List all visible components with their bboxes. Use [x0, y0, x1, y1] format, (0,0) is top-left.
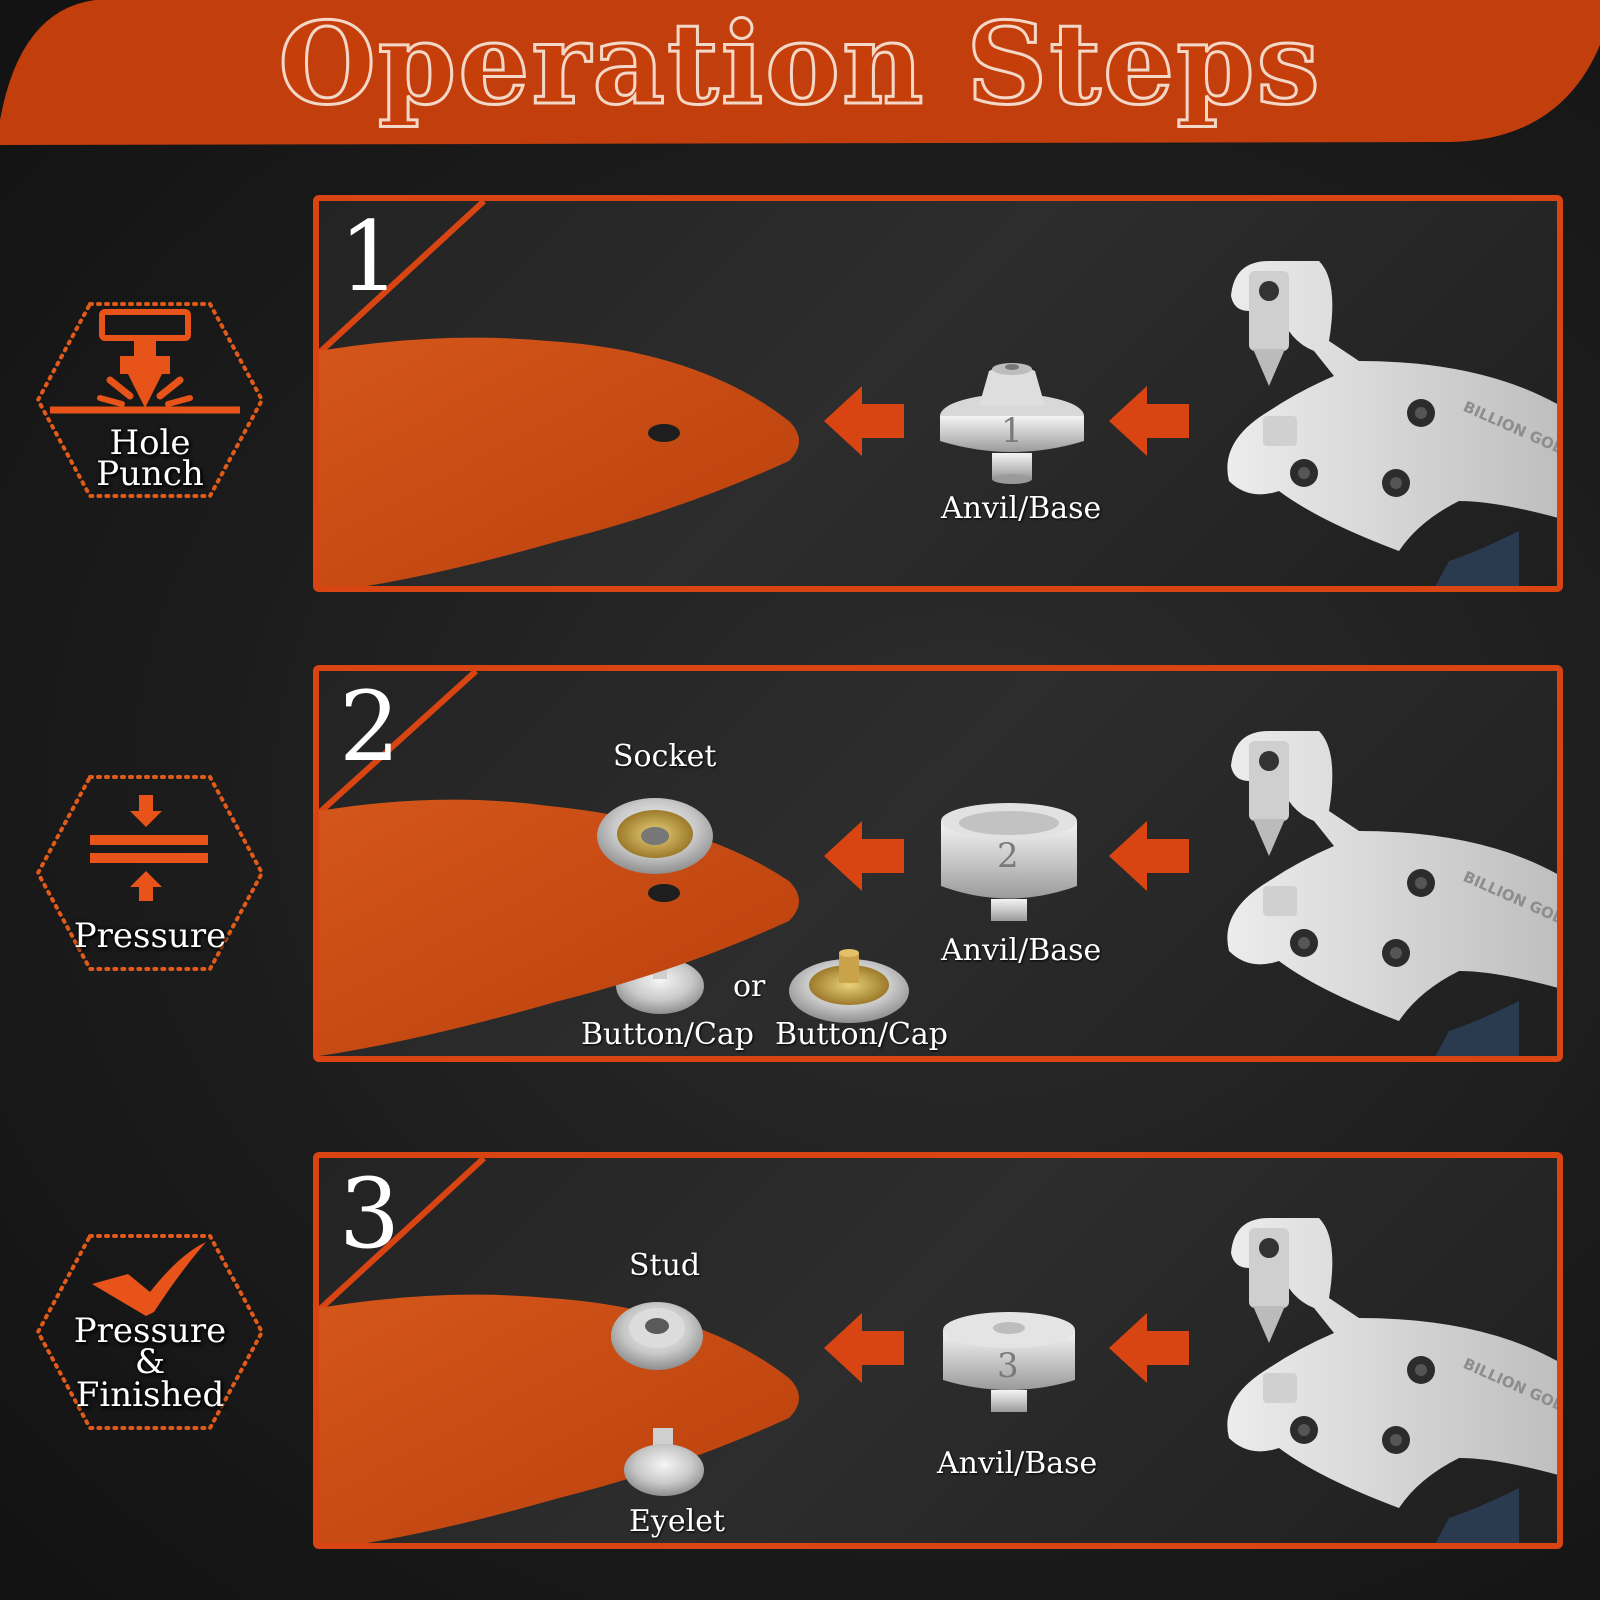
side-label-pressure: Pressure	[73, 1311, 227, 1351]
hexagon-frame	[35, 775, 265, 971]
side-step-2: Pressure	[30, 773, 270, 983]
label-or: or	[733, 969, 766, 1004]
arrow-left-icon	[824, 821, 904, 891]
socket-part	[597, 798, 713, 874]
setter-pliers	[1227, 1218, 1557, 1543]
hexagon-frame	[35, 1234, 265, 1430]
banner-shape	[0, 0, 1600, 145]
arrow-left-icon	[1109, 386, 1189, 456]
leather-strap	[319, 1294, 799, 1543]
anvil-number: 2	[997, 836, 1019, 876]
label-button-cap-left: Button/Cap	[581, 1017, 755, 1052]
setter-pliers	[1227, 261, 1557, 586]
label-eyelet: Eyelet	[629, 1504, 726, 1539]
step-number: 1	[339, 201, 401, 313]
side-label-finished: Finished	[75, 1375, 225, 1415]
arrow-left-icon	[1109, 1313, 1189, 1383]
side-step-3: Pressure & Finished	[30, 1232, 270, 1442]
side-label-pressure: Pressure	[73, 916, 227, 956]
label-button-cap-right: Button/Cap	[775, 1017, 949, 1052]
anvil-number: 1	[1001, 411, 1023, 451]
anvil-number: 3	[997, 1346, 1019, 1386]
button-cap-gold	[789, 949, 909, 1023]
header-banner: Operation Steps	[0, 0, 1600, 145]
side-label-punch: Punch	[96, 454, 204, 494]
anvil-base-3	[943, 1312, 1075, 1412]
side-step-1: Hole Punch	[30, 300, 270, 510]
step-panel-3: 3 3 BILLION GOLD Stud Anvil/Base Eyelet	[313, 1152, 1563, 1549]
hexagon-frame	[35, 302, 265, 498]
checkmark-icon	[92, 1242, 206, 1316]
step-number: 3	[339, 1158, 401, 1270]
anvil-base-1	[940, 363, 1084, 484]
anvil-base-2	[941, 803, 1077, 921]
eyelet-part	[624, 1428, 704, 1496]
arrow-left-icon	[824, 386, 904, 456]
stud-part	[611, 1302, 703, 1370]
leather-hole	[648, 424, 680, 442]
setter-pliers	[1227, 731, 1557, 1056]
panel-graphics	[319, 671, 1557, 1056]
page-title: Operation Steps	[277, 0, 1322, 130]
side-label-hole: Hole	[109, 423, 191, 463]
label-anvil-base: Anvil/Base	[937, 1446, 1098, 1481]
arrow-left-icon	[824, 1313, 904, 1383]
leather-hole	[648, 884, 680, 902]
step-number: 2	[339, 671, 401, 783]
panel-graphics	[319, 1158, 1557, 1543]
step-panel-2: 2 2 BILLION GOLD Socket Anvil/Base or Bu…	[313, 665, 1563, 1062]
label-socket: Socket	[613, 739, 717, 774]
step-panel-1: 1 1 BILLION GOLD Anvil/Base	[313, 195, 1563, 592]
arrow-left-icon	[1109, 821, 1189, 891]
panel-graphics	[319, 201, 1557, 586]
side-label-ampersand: &	[134, 1342, 166, 1382]
hole-punch-icon	[50, 309, 240, 414]
leather-strap	[319, 337, 799, 586]
label-stud: Stud	[629, 1248, 701, 1283]
pressure-icon	[90, 795, 208, 901]
label-anvil-base: Anvil/Base	[941, 933, 1102, 968]
label-anvil-base: Anvil/Base	[941, 491, 1102, 526]
